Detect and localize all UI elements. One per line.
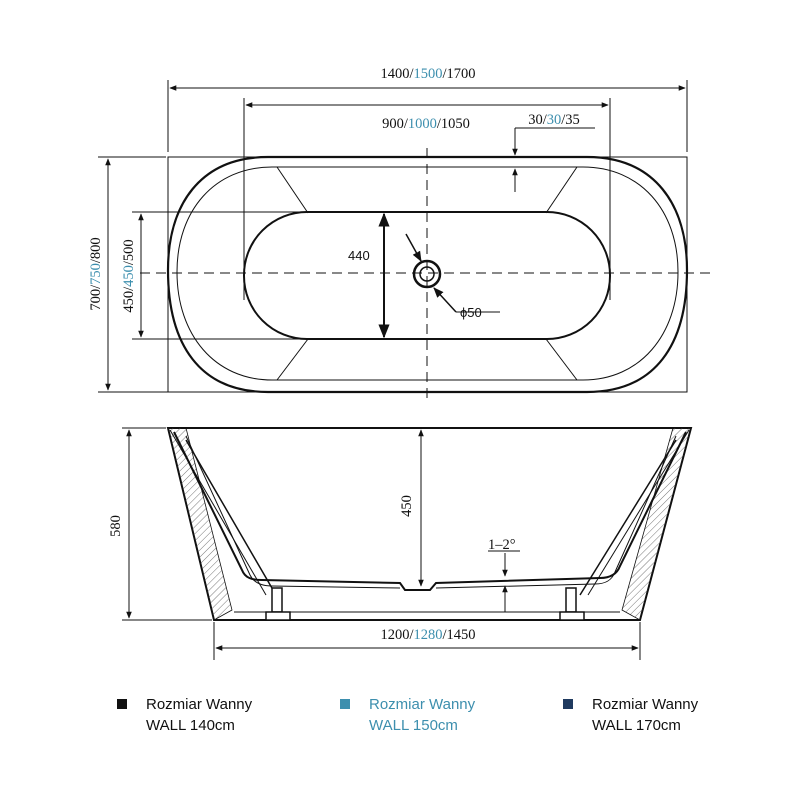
top-view [98, 80, 712, 404]
overall-width-label: 700/750/800 [88, 237, 104, 310]
tub-side-outer-shell [166, 427, 693, 621]
drain-icon [412, 259, 442, 289]
overall-length-label: 1400/1500/1700 [380, 66, 475, 82]
legend-size: WALL 150cm [369, 717, 458, 734]
legend-title: Rozmiar Wanny [146, 696, 253, 713]
slope-label: 1–2° [488, 537, 516, 553]
basin-width-label: 440 [348, 248, 370, 263]
legend-swatch [117, 699, 127, 709]
legend-swatch [340, 699, 350, 709]
right-foot [565, 587, 577, 613]
legend-title: Rozmiar Wanny [369, 696, 476, 713]
tub-inner-rim [176, 166, 679, 381]
side-view [122, 427, 693, 660]
left-foot [271, 587, 283, 613]
tub-outer-rim [166, 155, 689, 394]
tub-side-basin [173, 431, 687, 591]
drain-diameter-label: ϕ50 [460, 305, 482, 320]
legend-swatch [563, 699, 573, 709]
tub-side-wall-hatch [167, 427, 233, 621]
inner-width-label: 450/450/500 [121, 239, 137, 312]
inner-depth-label: 450 [399, 495, 415, 517]
total-height-label: 580 [108, 515, 124, 537]
legend-size: WALL 170cm [592, 717, 681, 734]
legend-title: Rozmiar Wanny [592, 696, 699, 713]
rim-offset-label: 30/30/35 [528, 112, 580, 128]
base-length-label: 1200/1280/1450 [380, 627, 475, 643]
inner-length-label: 900/1000/1050 [382, 116, 470, 132]
legend-size: WALL 140cm [146, 717, 235, 734]
